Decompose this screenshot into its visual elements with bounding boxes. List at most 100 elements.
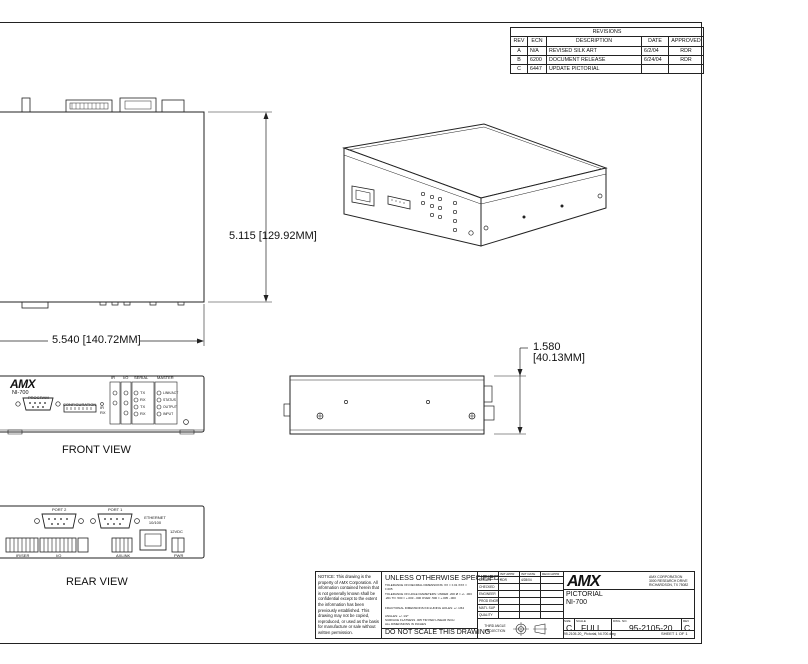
role-label: MAT'L SUP	[479, 606, 496, 610]
dwg-no-value: 95-2105-20	[629, 623, 673, 633]
title-block: NOTICE: This drawing is the property of …	[315, 571, 695, 639]
configuration-label: CONFIGURATION	[63, 402, 97, 407]
tolerance-fraction: FRACTIONAL DIMENSIONS INCLUDING HOLES: +…	[385, 606, 464, 610]
date-cell: 6/2/04	[641, 45, 669, 56]
size-value: C	[566, 623, 573, 633]
tolerance-decimal: TOLERANCE ON DECIMAL DIMENSIONS: XX = ±.…	[385, 583, 467, 591]
depth-dimension-mm: [40.13MM]	[533, 352, 585, 364]
tolerance-angles: ANGLES: +/- 1/2°	[385, 614, 409, 618]
power-label: 12VDC	[170, 529, 183, 534]
size-label: SIZE	[564, 619, 571, 623]
company-title-block: AMX AMX CORPORATION 3000 RESEARCH DRIVE …	[563, 572, 694, 638]
role-label: QUALITY	[479, 613, 493, 617]
rev-cell: A	[510, 45, 528, 56]
isometric-view	[342, 123, 608, 247]
front-brand-logo: AMX	[10, 377, 36, 391]
rear-view-drawing	[0, 505, 205, 559]
role-label: PROD ENGR	[479, 599, 499, 603]
front-view-drawing	[0, 375, 205, 435]
drawing-title-2: NI-700	[566, 599, 588, 606]
depth-dimension-in: 1.580	[533, 341, 561, 353]
height-dimension: 5.115 [129.92MM]	[229, 230, 317, 242]
sheet-number: SHEET 1 OF 1	[661, 631, 688, 636]
date-cell: 6/24/04	[641, 54, 669, 66]
rear-connector-label: AXLINK	[116, 553, 131, 558]
rev-cell: C	[510, 64, 528, 75]
ecn-header: ECN	[527, 36, 547, 47]
drawing-title-1: PICTORIAL	[566, 591, 603, 598]
company-address2: RICHARDSON, TX 75082	[649, 583, 689, 587]
rear-connector-label: I/O	[56, 553, 62, 558]
rev-header: REV	[510, 36, 528, 47]
projection-symbol-icon	[513, 622, 547, 636]
dimension-units: ALL DIMENSIONS IN INCHES	[385, 622, 427, 626]
unless-specified: UNLESS OTHERWISE SPECIFIED:	[385, 573, 502, 582]
role-label: ENGINEER	[479, 592, 496, 596]
company-name: AMX CORPORATION	[649, 575, 683, 579]
side-view-drawing	[283, 347, 528, 435]
master-led-label: STATUS	[163, 398, 176, 402]
notice-text: NOTICE: This drawing is the property of …	[316, 572, 382, 638]
rear-view-label: REAR VIEW	[66, 576, 128, 588]
ecn-cell: N/A	[527, 45, 547, 56]
serial-led-label: RX	[140, 397, 146, 402]
role-label: CHECKED	[479, 585, 495, 589]
ecn-cell: 6447	[527, 64, 547, 75]
company-address1: 3000 RESEARCH DRIVE	[649, 579, 688, 583]
table-row: A N/A REVISED SILK ART 6/2/04 RDR	[510, 45, 704, 56]
serial-label: SERIAL	[134, 375, 149, 380]
width-dimension: 5.540 [140.72MM]	[52, 334, 141, 346]
approvals-block: INIT APPR INIT DATE RECD APPR DRAWN RDR …	[477, 572, 564, 638]
projection-label: THIRD ANGLE PROJECTION	[484, 624, 506, 633]
ir-label: IR	[111, 375, 115, 380]
front-view-label: FRONT VIEW	[62, 444, 131, 456]
program-label: PROGRAM	[28, 395, 49, 400]
surface-flatness: SURFACE FLATNESS .005 TIR PER LINEAR INC…	[385, 618, 455, 622]
rev-label: REV	[683, 619, 690, 623]
revisions-table: REVISIONS REV ECN DESCRIPTION DATE APPRO…	[510, 26, 704, 75]
serial-led-label: TX	[140, 404, 146, 409]
scale-label: SCALE	[576, 619, 586, 623]
port2-label: PORT 2	[52, 507, 67, 512]
master-led-label: OUTPUT	[163, 405, 177, 409]
table-row: B 6200 DOCUMENT RELEASE 6/24/04 RDR	[510, 54, 704, 66]
approved-header: APPROVED	[668, 36, 704, 47]
tolerance-hole: TOLERANCE ON HOLE DIAMETERS: UNDER .200 …	[385, 592, 472, 600]
approved-cell: RDR	[668, 45, 704, 56]
front-model-label: NI-700	[12, 390, 29, 396]
ethernet-label: ETHERNET 10/100	[144, 515, 166, 525]
master-label: MASTER	[157, 375, 174, 380]
drawn-by: RDR	[500, 578, 507, 582]
approved-cell: RDR	[668, 54, 704, 66]
io-label: I/O	[123, 375, 129, 380]
role-label: DRAWN	[479, 578, 491, 582]
col-header: INIT DATE	[521, 572, 536, 576]
serial-led-label: TX	[140, 390, 146, 395]
ir-rx-label: IR RX	[100, 405, 106, 415]
master-led-label: INPUT	[163, 412, 174, 416]
port1-label: PORT 1	[108, 507, 123, 512]
drawing-border	[0, 22, 702, 644]
date-header: DATE	[641, 36, 669, 47]
description-cell: REVISED SILK ART	[546, 45, 642, 56]
rev-value: C	[684, 623, 691, 633]
master-led-label: LINK/ACT	[163, 391, 179, 395]
col-header: RECD APPR	[542, 572, 560, 576]
scale-value: FULL	[581, 623, 602, 633]
company-logo: AMX	[567, 573, 601, 590]
drawn-date: 4/28/04	[521, 578, 532, 582]
description-header: DESCRIPTION	[546, 36, 642, 47]
tolerances-block: UNLESS OTHERWISE SPECIFIED: TOLERANCE ON…	[382, 572, 501, 638]
col-header: INIT APPR	[500, 572, 515, 576]
description-cell: DOCUMENT RELEASE	[546, 54, 642, 66]
date-cell	[641, 64, 669, 75]
do-not-scale: DO NOT SCALE THIS DRAWING	[385, 629, 491, 636]
description-cell: UPDATE PICTORIAL	[546, 64, 642, 75]
serial-led-label: RX	[140, 411, 146, 416]
rev-cell: B	[510, 54, 528, 66]
rear-connector-label: IR/SER	[16, 553, 30, 558]
revisions-title: REVISIONS	[510, 26, 704, 38]
top-view-drawing	[0, 97, 272, 346]
ecn-cell: 6200	[527, 54, 547, 66]
drawing-filename: 95-2105-20_ Pictorial, NI-700.dwg	[564, 632, 616, 636]
